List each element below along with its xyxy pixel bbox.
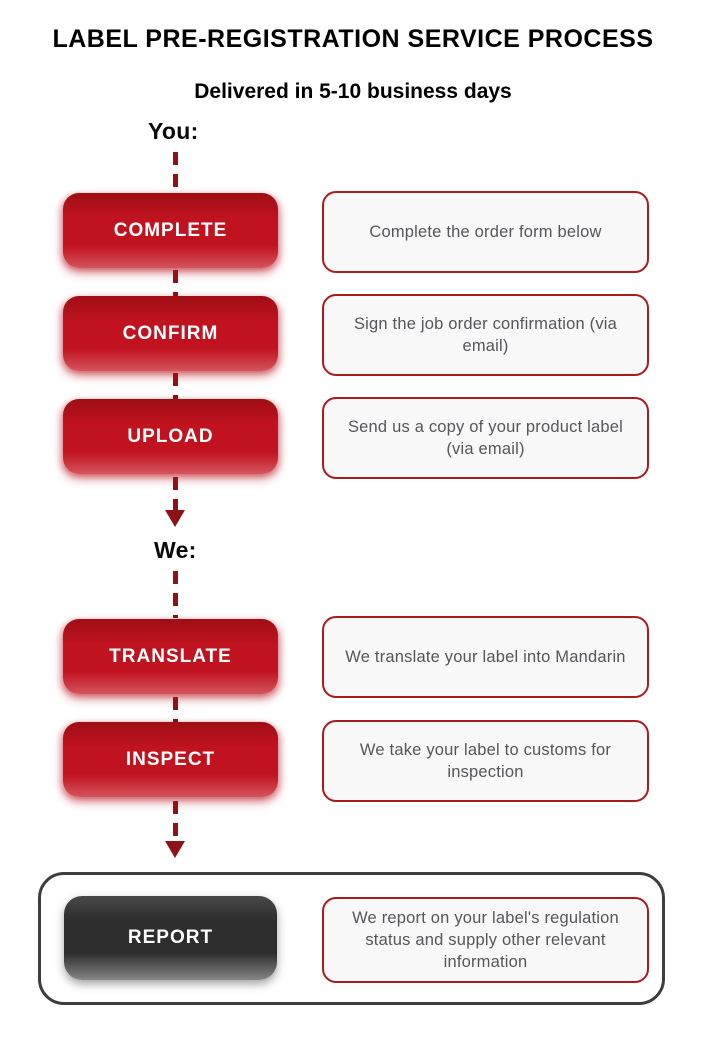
step-description-upload: Send us a copy of your product label (vi… [322, 397, 649, 479]
we-section-label: We: [154, 537, 197, 563]
step-button-inspect: INSPECT [63, 722, 278, 797]
dashed-connector [173, 270, 178, 298]
dashed-connector [173, 477, 178, 510]
step-button-confirm: CONFIRM [63, 296, 278, 371]
step-button-report: REPORT [64, 896, 277, 980]
you-section-label: You: [148, 118, 199, 144]
dashed-connector [173, 571, 178, 618]
dashed-connector [173, 801, 178, 841]
page-subtitle: Delivered in 5-10 business days [194, 80, 512, 103]
dashed-connector [173, 697, 178, 723]
arrow-down-icon [165, 510, 185, 527]
step-description-translate: We translate your label into Mandarin [322, 616, 649, 698]
step-description-inspect: We take your label to customs for inspec… [322, 720, 649, 802]
dashed-connector [173, 152, 178, 190]
arrow-down-icon [165, 841, 185, 858]
page-title: LABEL PRE-REGISTRATION SERVICE PROCESS [52, 25, 654, 53]
step-button-upload: UPLOAD [63, 399, 278, 474]
step-description-complete: Complete the order form below [322, 191, 649, 273]
step-button-translate: TRANSLATE [63, 619, 278, 694]
dashed-connector [173, 373, 178, 400]
step-button-complete: COMPLETE [63, 193, 278, 268]
step-description-report: We report on your label's regulation sta… [322, 897, 649, 983]
step-description-confirm: Sign the job order confirmation (via ema… [322, 294, 649, 376]
